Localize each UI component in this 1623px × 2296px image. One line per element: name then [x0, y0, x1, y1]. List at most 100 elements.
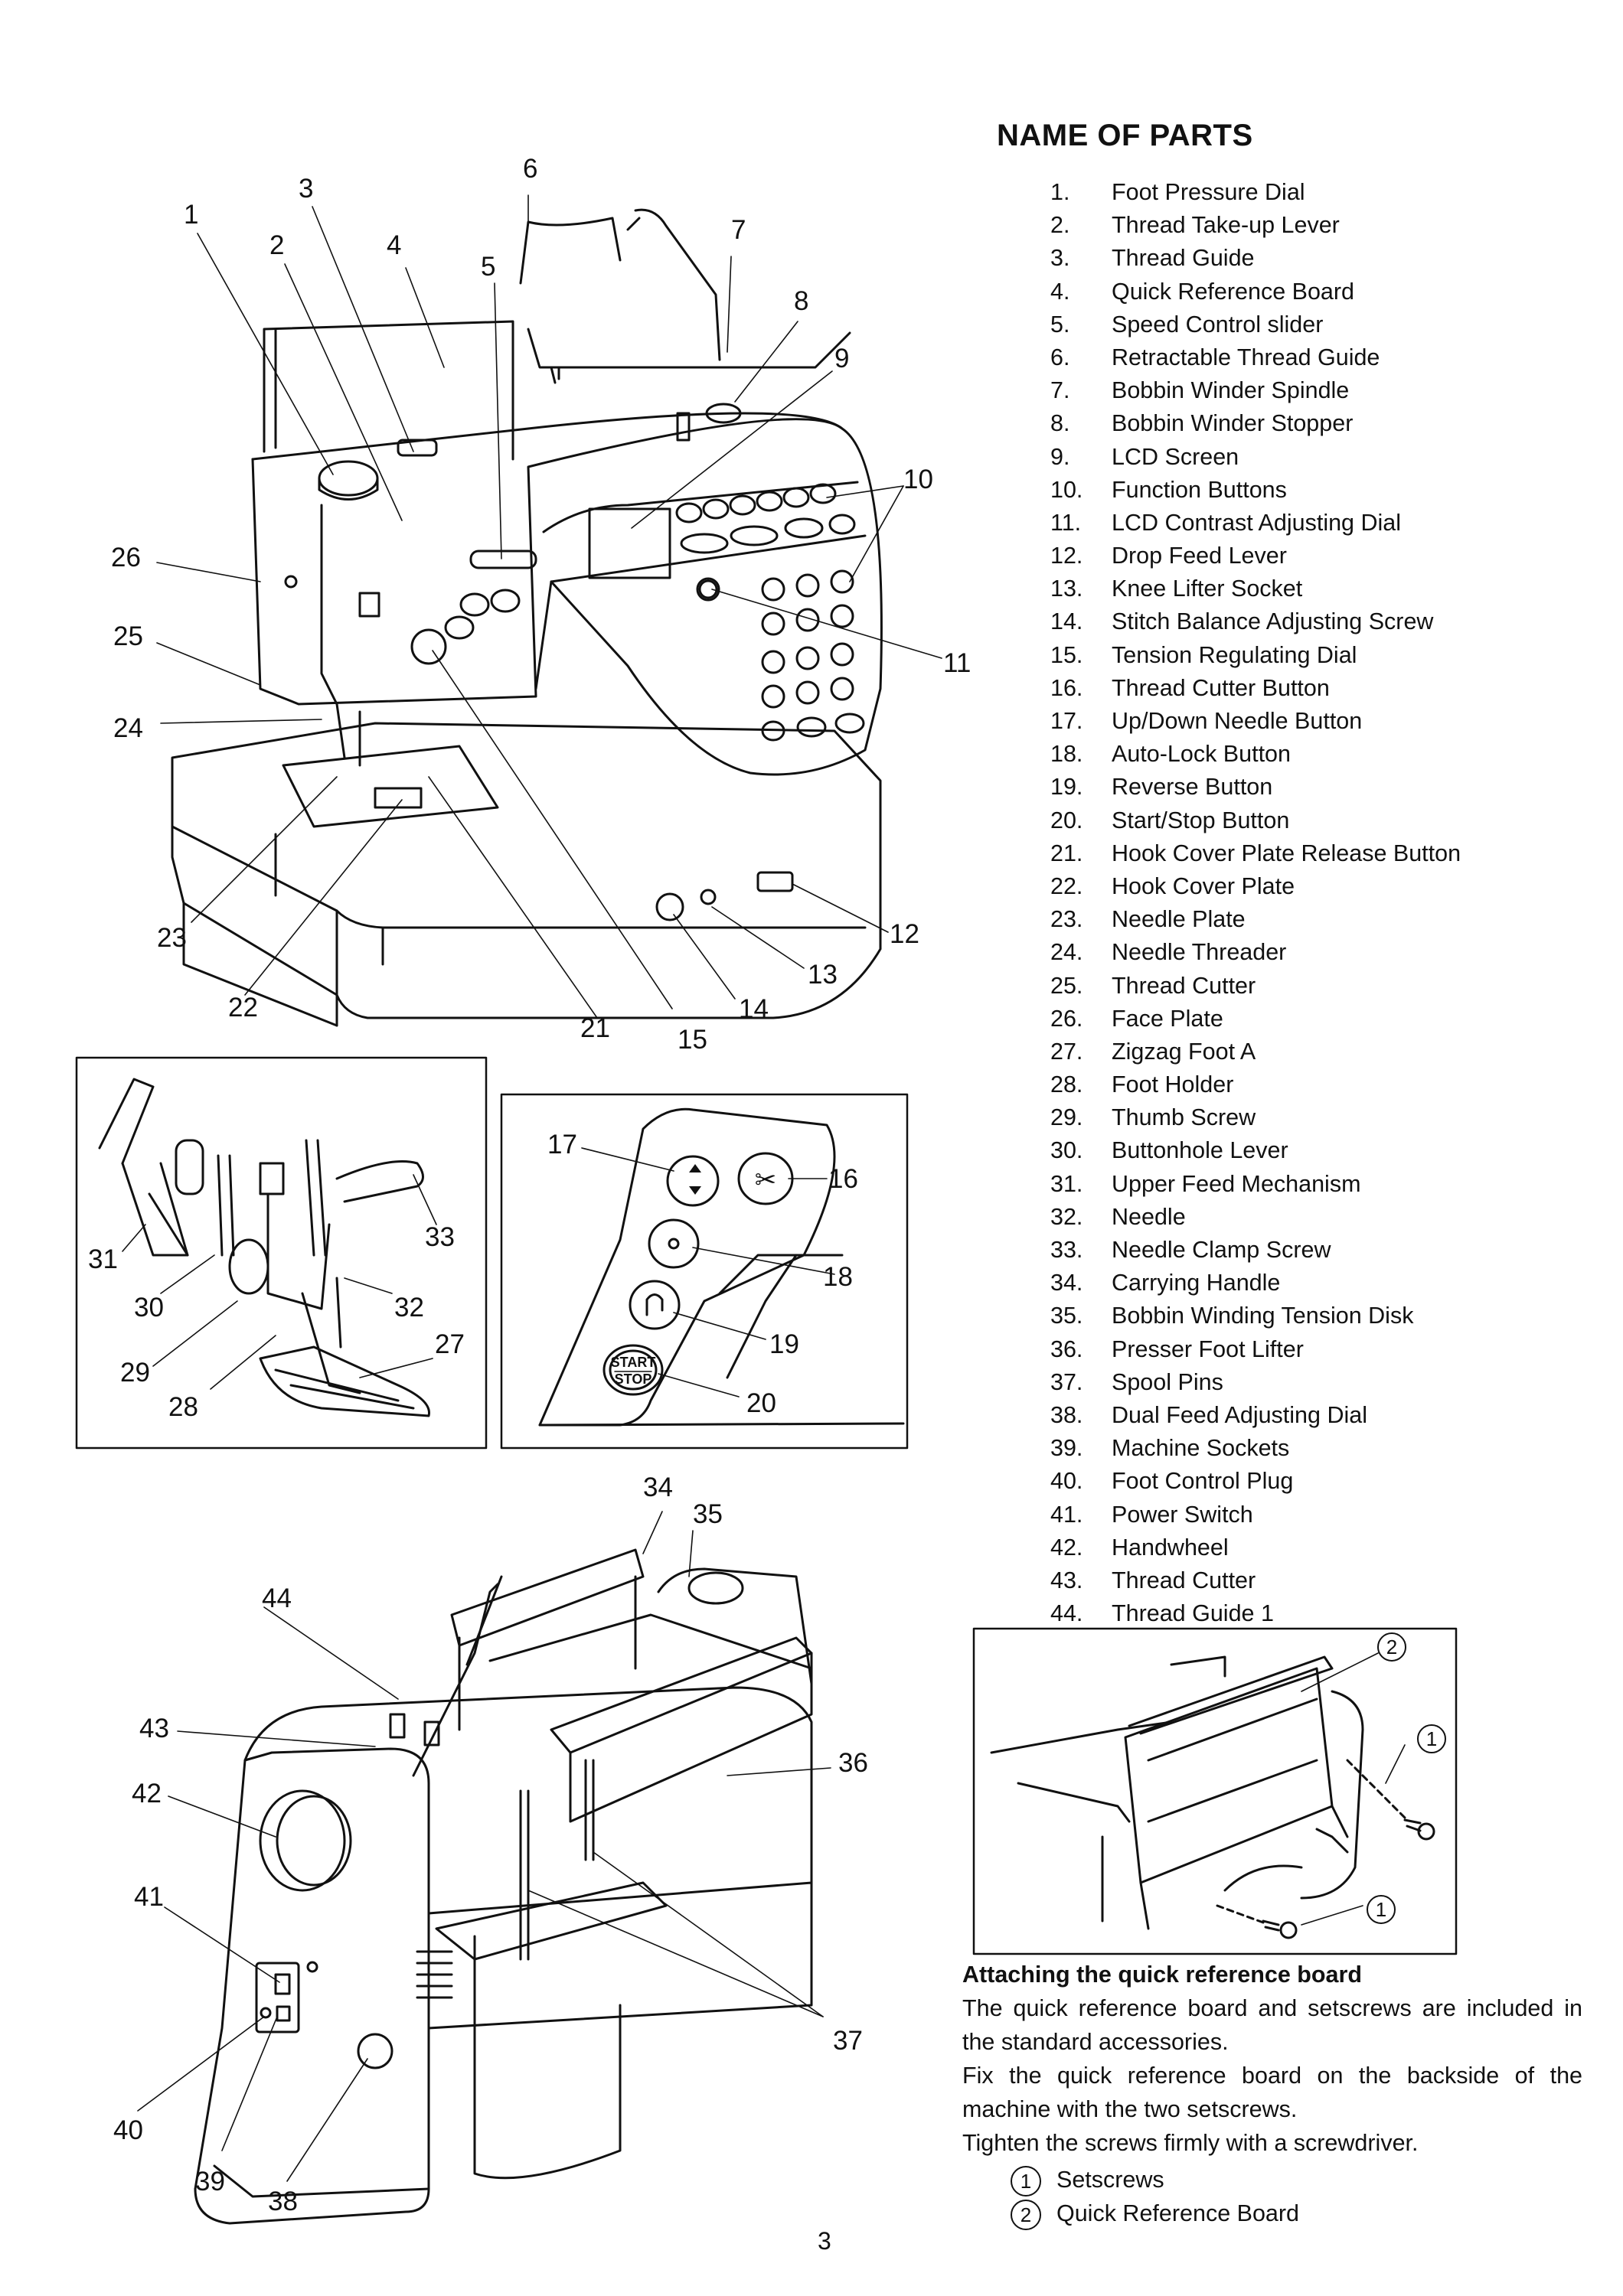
part-item: 7. Bobbin Winder Spindle: [1050, 374, 1461, 407]
attach-heading: Attaching the quick reference board: [962, 1962, 1362, 1988]
part-number: 36.: [1050, 1336, 1083, 1362]
callout-5: 5: [481, 252, 495, 282]
part-name: Start/Stop Button: [1112, 807, 1290, 833]
part-item: 34.Carrying Handle: [1050, 1267, 1461, 1300]
part-item: 18.Auto-Lock Button: [1050, 738, 1461, 771]
part-item: 36. Presser Foot Lifter: [1050, 1333, 1461, 1366]
part-item: 35.Bobbin Winding Tension Disk: [1050, 1300, 1461, 1332]
thread-cutter-button: ✂: [737, 1152, 794, 1205]
part-item: 32.Needle: [1050, 1201, 1461, 1234]
part-number: 37.: [1050, 1368, 1083, 1395]
part-number: 19.: [1050, 774, 1083, 801]
part-number: 10.: [1050, 476, 1083, 503]
part-item: 21.Hook Cover Plate Release Button: [1050, 837, 1461, 870]
attach-para1-line1: The quick reference board and setscrews …: [962, 1995, 1582, 2021]
part-item: 41.Power Switch: [1050, 1499, 1461, 1531]
part-number: 6.: [1050, 344, 1070, 370]
part-item: 24. Needle Threader: [1050, 936, 1461, 969]
callout-35: 35: [693, 1499, 723, 1529]
callout-33: 33: [425, 1222, 455, 1252]
attach-para1-line2: the standard accessories.: [962, 2029, 1229, 2055]
part-name: Needle Threader: [1112, 939, 1287, 966]
callout-2: 2: [269, 230, 284, 260]
callout-34: 34: [643, 1473, 673, 1502]
part-item: 4.Quick Reference Board: [1050, 276, 1461, 308]
function-buttons: [675, 483, 865, 742]
part-name: Thread Cutter Button: [1112, 674, 1330, 701]
part-item: 15.Tension Regulating Dial: [1050, 639, 1461, 672]
machine-rear-illustration: [194, 1548, 813, 2225]
callout-27: 27: [435, 1329, 465, 1359]
reverse-button: [629, 1280, 681, 1330]
part-number: 34.: [1050, 1270, 1083, 1296]
callout-37: 37: [833, 2026, 863, 2056]
part-number: 25.: [1050, 972, 1083, 999]
part-name: Machine Sockets: [1112, 1435, 1290, 1462]
part-item: 30.Buttonhole Lever: [1050, 1134, 1461, 1167]
callout-17: 17: [547, 1130, 577, 1159]
start-stop-button: START STOP: [603, 1344, 664, 1396]
part-item: 16. Thread Cutter Button: [1050, 672, 1461, 705]
page-number: 3: [818, 2227, 831, 2255]
part-number: 14.: [1050, 608, 1083, 635]
presser-foot-illustration: [98, 1078, 430, 1417]
part-number: 32.: [1050, 1203, 1083, 1230]
callout-18: 18: [823, 1262, 853, 1292]
part-number: 24.: [1050, 939, 1083, 966]
part-name: Buttonhole Lever: [1112, 1137, 1288, 1164]
part-name: Handwheel: [1112, 1534, 1229, 1561]
callout-32: 32: [394, 1293, 424, 1322]
up-down-needle-button: [666, 1155, 720, 1207]
callout-20: 20: [746, 1388, 776, 1418]
part-name: Retractable Thread Guide: [1112, 344, 1380, 370]
part-item: 27.Zigzag Foot A: [1050, 1035, 1461, 1068]
legend-marker-2: 2: [1011, 2199, 1041, 2230]
part-name: Bobbin Winder Spindle: [1112, 377, 1350, 404]
callout-13: 13: [808, 960, 838, 990]
part-number: 7.: [1050, 377, 1070, 404]
part-name: Presser Foot Lifter: [1112, 1336, 1304, 1362]
part-number: 41.: [1050, 1501, 1083, 1528]
callout-36: 36: [838, 1748, 868, 1778]
part-name: Foot Control Plug: [1112, 1468, 1294, 1495]
part-name: Thread Guide 1: [1112, 1600, 1274, 1627]
svg-text:✂: ✂: [755, 1165, 777, 1195]
part-number: 22.: [1050, 872, 1083, 899]
part-number: 13.: [1050, 576, 1083, 602]
part-name: Auto-Lock Button: [1112, 741, 1291, 768]
callout-22: 22: [228, 993, 258, 1022]
part-number: 27.: [1050, 1038, 1083, 1065]
part-name: Function Buttons: [1112, 476, 1287, 503]
attach-instructions: Attaching the quick reference board The …: [962, 1958, 1582, 2160]
callout-3: 3: [299, 174, 313, 204]
callout-31: 31: [88, 1244, 118, 1274]
page-title: NAME OF PARTS: [997, 119, 1253, 152]
part-name: Thread Guide: [1112, 245, 1255, 272]
marker-1-screw-bottom: 1: [1376, 1898, 1386, 1921]
callout-4: 4: [387, 230, 401, 260]
part-name: Needle Plate: [1112, 906, 1246, 933]
part-name: Foot Pressure Dial: [1112, 179, 1305, 205]
attach-para2-line1: Fix the quick reference board on the bac…: [962, 2063, 1582, 2089]
callout-16: 16: [828, 1164, 858, 1194]
part-item: 42.Handwheel: [1050, 1531, 1461, 1564]
part-name: Spool Pins: [1112, 1368, 1223, 1395]
part-name: Thumb Screw: [1112, 1104, 1256, 1131]
part-name: Bobbin Winder Stopper: [1112, 410, 1354, 437]
leader-lines-fig2: [122, 1174, 437, 1390]
start-label: START: [611, 1355, 656, 1370]
leader-lines-fig4: [137, 1511, 831, 2182]
part-number: 16.: [1050, 674, 1083, 701]
leader-lines-fig5: [1301, 1652, 1406, 1926]
callout-38: 38: [268, 2187, 298, 2216]
part-item: 5.Speed Control slider: [1050, 308, 1461, 341]
auto-lock-button: [648, 1218, 700, 1269]
part-item: 31.Upper Feed Mechanism: [1050, 1168, 1461, 1201]
legend-label-setscrews: Setscrews: [1056, 2167, 1164, 2193]
callout-44: 44: [262, 1583, 292, 1613]
part-number: 28.: [1050, 1071, 1083, 1098]
foot-pressure-dial: [318, 460, 379, 501]
part-name: LCD Screen: [1112, 443, 1239, 470]
